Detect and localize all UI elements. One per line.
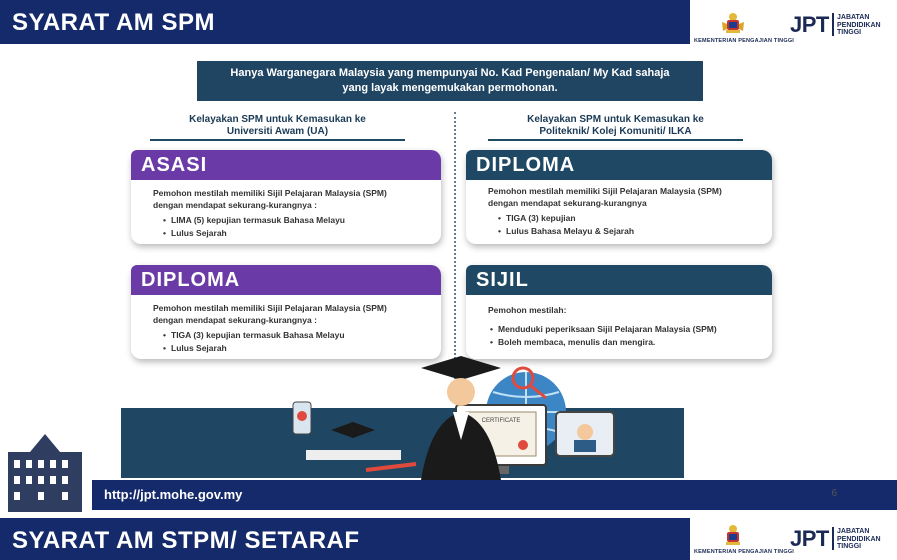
card-title: SIJIL (466, 265, 772, 295)
next-slide-title: SYARAT AM STPM/ SETARAF (12, 527, 360, 554)
jpt-logo-separator (832, 13, 834, 36)
card-sijil: SIJIL Pemohon mestilah: Menduduki peperi… (466, 265, 772, 359)
card-title: ASASI (131, 150, 441, 180)
ministry-name: KEMENTERIAN PENGAJIAN TINGGI (694, 549, 795, 555)
jpt-logo: JPT (790, 12, 829, 37)
list-item: Boleh membaca, menulis dan mengira. (490, 336, 717, 349)
citizenship-notice: Hanya Warganegara Malaysia yang mempunya… (197, 61, 703, 101)
education-illustration-icon: CERTIFICATE (292, 356, 615, 480)
slide-title: SYARAT AM SPM (12, 9, 215, 36)
card-body: Pemohon mestilah memiliki Sijil Pelajara… (488, 186, 722, 238)
list-item: Lulus Sejarah (163, 342, 387, 355)
requirement-list: LIMA (5) kepujian termasuk Bahasa Melayu… (153, 214, 387, 240)
requirement-list: Menduduki peperiksaan Sijil Pelajaran Ma… (488, 323, 717, 349)
card-diploma-ua: DIPLOMA Pemohon mestilah memiliki Sijil … (131, 265, 441, 359)
card-asasi: ASASI Pemohon mestilah memiliki Sijil Pe… (131, 150, 441, 244)
logo-area: KEMENTERIAN PENGAJIAN TINGGI JPT JABATAN… (690, 0, 897, 50)
card-title: DIPLOMA (466, 150, 772, 180)
card-body: Pemohon mestilah: Menduduki peperiksaan … (488, 305, 717, 349)
list-item: LIMA (5) kepujian termasuk Bahasa Melayu (163, 214, 387, 227)
ministry-name: KEMENTERIAN PENGAJIAN TINGGI (694, 38, 795, 44)
list-item: Menduduki peperiksaan Sijil Pelajaran Ma… (490, 323, 717, 336)
list-item: Lulus Sejarah (163, 227, 387, 240)
card-body: Pemohon mestilah memiliki Sijil Pelajara… (153, 188, 387, 240)
list-item: Lulus Bahasa Melayu & Sejarah (498, 225, 722, 238)
column-divider (454, 112, 456, 387)
malaysia-crest-icon (722, 13, 744, 33)
card-body: Pemohon mestilah memiliki Sijil Pelajara… (153, 303, 387, 355)
building-icon (8, 434, 82, 512)
jpt-subtitle: JABATAN PENDIDIKAN TINGGI (837, 528, 881, 550)
heading-underline (488, 139, 743, 141)
right-column-heading: Kelayakan SPM untuk Kemasukan ke Politek… (488, 114, 743, 141)
requirement-list: TIGA (3) kepujian Lulus Bahasa Melayu & … (488, 212, 722, 238)
next-slide-header-bar: SYARAT AM STPM/ SETARAF (0, 518, 690, 560)
next-logo-area: KEMENTERIAN PENGAJIAN TINGGI JPT JABATAN… (690, 518, 897, 560)
list-item: TIGA (3) kepujian termasuk Bahasa Melayu (163, 329, 387, 342)
malaysia-crest-icon (726, 525, 740, 545)
heading-underline (150, 139, 405, 141)
list-item: TIGA (3) kepujian (498, 212, 722, 225)
jpt-subtitle: JABATAN PENDIDIKAN TINGGI (837, 14, 881, 36)
website-link[interactable]: http://jpt.mohe.gov.my (104, 487, 243, 502)
jpt-logo-separator (832, 527, 834, 550)
slide-header-bar: SYARAT AM SPM (0, 0, 690, 44)
left-column-heading: Kelayakan SPM untuk Kemasukan ke Univers… (150, 114, 405, 141)
page-number: 6 (831, 488, 837, 499)
card-title: DIPLOMA (131, 265, 441, 295)
certificate-label: CERTIFICATE (482, 418, 521, 424)
slide-footer-bar: http://jpt.mohe.gov.my (92, 480, 897, 510)
requirement-list: TIGA (3) kepujian termasuk Bahasa Melayu… (153, 329, 387, 355)
card-diploma-politeknik: DIPLOMA Pemohon mestilah memiliki Sijil … (466, 150, 772, 244)
jpt-logo: JPT (790, 526, 829, 551)
